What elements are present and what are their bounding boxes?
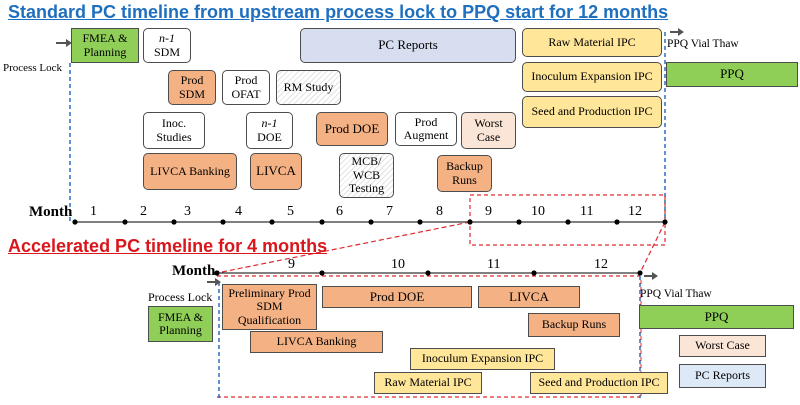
standard-timeline-title: Standard PC timeline from upstream proce…	[8, 2, 669, 22]
accel-fmea-planning-box: FMEA & Planning	[148, 306, 213, 342]
n1-doe-box: n-1 DOE	[246, 112, 293, 149]
accelerated-axis-dot	[214, 270, 220, 276]
standard-axis-dot	[516, 219, 522, 225]
prod-sdm-box: Prod SDM	[168, 70, 216, 105]
preliminary-prod-sdm-box: Preliminary Prod SDM Qualification	[222, 284, 317, 330]
livca-banking-box: LIVCA Banking	[143, 153, 237, 190]
standard-month-tick: 7	[386, 204, 393, 219]
accel-seed-production-ipc-box: Seed and Production IPC	[530, 372, 668, 394]
standard-month-tick: 12	[628, 204, 642, 219]
accel-livca-box: LIVCA	[478, 286, 580, 308]
accelerated-axis-dot	[425, 270, 431, 276]
seed-production-ipc-box: Seed and Production IPC	[522, 96, 662, 128]
accelerated-axis-dot	[637, 270, 643, 276]
livca-box: LIVCA	[250, 153, 302, 190]
prod-ofat-box: Prod OFAT	[222, 70, 270, 105]
standard-ppq-box: PPQ	[666, 62, 798, 87]
standard-axis-dot	[565, 219, 571, 225]
n1-doe-prefix: n-1	[261, 116, 278, 131]
standard-vial-thaw-label: PPQ Vial Thaw	[667, 38, 739, 50]
accelerated-timeline-title: Accelerated PC timeline for 4 months	[8, 236, 328, 256]
standard-axis-dot	[171, 219, 177, 225]
standard-axis-dot	[72, 219, 78, 225]
standard-month-label: Month	[29, 204, 73, 220]
standard-axis-dot	[467, 219, 473, 225]
accelerated-month-label: Month	[172, 263, 216, 279]
inoculum-expansion-ipc-box: Inoculum Expansion IPC	[522, 62, 662, 92]
accelerated-month-tick: 12	[594, 257, 608, 272]
accel-worst-case-box: Worst Case	[679, 335, 766, 357]
accelerated-month-tick: 11	[487, 257, 501, 272]
raw-material-ipc-box: Raw Material IPC	[522, 28, 662, 57]
standard-month-tick: 10	[531, 204, 545, 219]
accel-backup-runs-box: Backup Runs	[528, 313, 620, 337]
accelerated-process-lock-label: Process Lock	[148, 290, 213, 304]
standard-axis-dot	[614, 219, 620, 225]
accel-pc-reports-box: PC Reports	[679, 364, 766, 388]
standard-month-tick: 6	[336, 204, 343, 219]
standard-month-tick: 5	[287, 204, 294, 219]
prod-augment-box: Prod Augment	[395, 112, 457, 146]
standard-axis-dot	[319, 219, 325, 225]
accelerated-month-tick: 9	[288, 257, 295, 272]
standard-month-tick: 9	[485, 204, 492, 219]
mcb-wcb-testing-box: MCB/ WCB Testing	[339, 153, 394, 198]
standard-month-tick: 4	[235, 204, 242, 219]
n1-sdm-text: SDM	[153, 44, 180, 59]
standard-month-tick: 1	[90, 204, 97, 219]
n1-sdm-prefix: n-1	[159, 31, 175, 46]
standard-month-tick: 8	[436, 204, 443, 219]
standard-axis-dot	[122, 219, 128, 225]
accel-inoculum-expansion-ipc-box: Inoculum Expansion IPC	[410, 348, 555, 370]
accel-livca-banking-box: LIVCA Banking	[250, 331, 383, 353]
worst-case-box: Worst Case	[461, 112, 516, 149]
standard-axis-dot	[662, 219, 668, 225]
standard-month-tick: 3	[184, 204, 191, 219]
accelerated-axis-dot	[531, 270, 537, 276]
rm-study-box: RM Study	[276, 70, 341, 105]
accelerated-axis-dot	[319, 270, 325, 276]
n1-doe-text: DOE	[257, 129, 282, 144]
accelerated-month-tick: 10	[391, 257, 405, 272]
n1-sdm-box: n-1 SDM	[143, 28, 191, 63]
accel-prod-doe-box: Prod DOE	[322, 286, 472, 308]
pc-reports-box: PC Reports	[300, 28, 516, 63]
standard-axis-dot	[417, 219, 423, 225]
backup-runs-box: Backup Runs	[437, 155, 492, 192]
standard-process-lock-label: Process Lock	[3, 62, 62, 74]
accelerated-vial-thaw-label: PPQ Vial Thaw	[640, 288, 712, 300]
fmea-planning-box: FMEA & Planning	[71, 28, 139, 63]
prod-doe-box: Prod DOE	[316, 112, 388, 146]
standard-axis-dot	[269, 219, 275, 225]
standard-axis-dot	[368, 219, 374, 225]
standard-month-tick: 11	[580, 204, 594, 219]
standard-axis-dot	[220, 219, 226, 225]
inoc-studies-box: Inoc. Studies	[143, 112, 205, 149]
standard-month-tick: 2	[140, 204, 147, 219]
accel-ppq-box: PPQ	[639, 305, 794, 329]
accel-raw-material-ipc-box: Raw Material IPC	[374, 372, 482, 394]
